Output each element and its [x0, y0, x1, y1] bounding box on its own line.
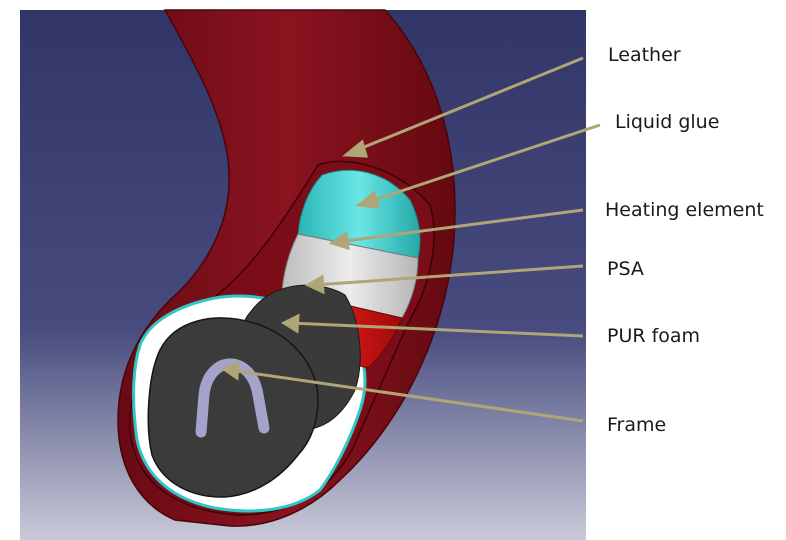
- label-psa: PSA: [607, 258, 644, 280]
- label-frame: Frame: [607, 414, 666, 436]
- label-heating-element: Heating element: [605, 199, 764, 221]
- label-leather: Leather: [608, 44, 681, 66]
- label-liquid-glue: Liquid glue: [615, 111, 719, 133]
- label-pur-foam: PUR foam: [607, 325, 700, 347]
